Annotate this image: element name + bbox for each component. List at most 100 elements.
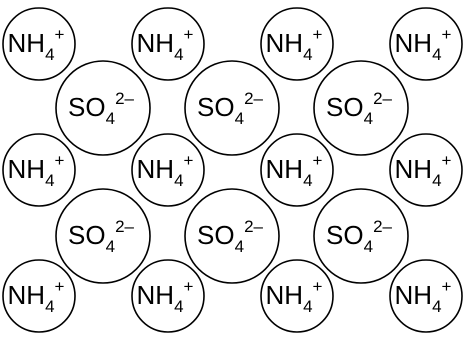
ammonium-ion-r1-c4: NH4+ <box>389 7 463 81</box>
sulfate-ion-r1-c3-subscript: 4 <box>364 109 373 128</box>
ammonium-ion-r1-c4-circle <box>389 7 463 81</box>
ammonium-ion-r3-c3-charge: + <box>313 277 323 296</box>
ammonium-ion-r3-c2-circle <box>131 259 205 333</box>
ammonium-ion-r1-c3-subscript: 4 <box>303 45 312 64</box>
ammonium-ion-r3-c2-subscript: 4 <box>174 297 183 316</box>
ammonium-ion-r2-c1-formula: NH <box>8 154 46 184</box>
sulfate-ion-r1-c2: SO42– <box>184 60 280 156</box>
sulfate-ion-r2-c1: SO42– <box>55 188 151 284</box>
ammonium-ion-r1-c1-circle <box>2 7 76 81</box>
sulfate-ion-r1-c3-label: SO42– <box>326 89 393 128</box>
sulfate-ion-r2-c2-formula: SO <box>197 220 235 250</box>
ammonium-ion-r1-c1-subscript: 4 <box>45 45 54 64</box>
ammonium-ion-r3-c4-subscript: 4 <box>432 297 441 316</box>
ammonium-ion-r2-c3-formula: NH <box>266 154 304 184</box>
sulfate-ion-r1-c1-label: SO42– <box>68 89 135 128</box>
ammonium-ion-r2-c3-subscript: 4 <box>303 171 312 190</box>
sulfate-ion-r2-c1-circle <box>55 188 151 284</box>
sulfate-ion-r2-c2-label: SO42– <box>197 217 264 256</box>
ammonium-ion-r1-c1-label: NH4+ <box>8 25 65 64</box>
ammonium-ion-r1-c1-charge: + <box>55 25 65 44</box>
ammonium-ion-r3-c1-charge: + <box>55 277 65 296</box>
ammonium-ion-r3-c1-formula: NH <box>8 280 46 310</box>
ammonium-ion-r1-c3-label: NH4+ <box>266 25 323 64</box>
ammonium-ion-r2-c1-subscript: 4 <box>45 171 54 190</box>
sulfate-ion-r2-c3-formula: SO <box>326 220 364 250</box>
ammonium-ion-r1-c2-circle <box>131 7 205 81</box>
sulfate-ion-r2-c3-circle <box>313 188 409 284</box>
sulfate-ion-r1-c3-circle <box>313 60 409 156</box>
ammonium-ion-r1-c3-charge: + <box>313 25 323 44</box>
ammonium-ion-r1-c4-formula: NH <box>395 28 433 58</box>
sulfate-ion-r2-c1-subscript: 4 <box>106 237 115 256</box>
ammonium-ion-r2-c3-circle <box>260 133 334 207</box>
sulfate-ion-r1-c2-subscript: 4 <box>235 109 244 128</box>
ammonium-ion-r3-c3-subscript: 4 <box>303 297 312 316</box>
ammonium-ion-r1-c4-label: NH4+ <box>395 25 452 64</box>
ammonium-ion-r3-c4-label: NH4+ <box>395 277 452 316</box>
ammonium-ion-r2-c4-formula: NH <box>395 154 433 184</box>
ammonium-ion-layer: NH4+NH4+NH4+NH4+NH4+NH4+NH4+NH4+NH4+NH4+… <box>2 7 463 333</box>
ammonium-ion-r2-c4-circle <box>389 133 463 207</box>
ammonium-ion-r1-c1: NH4+ <box>2 7 76 81</box>
ammonium-ion-r1-c2-subscript: 4 <box>174 45 183 64</box>
ammonium-ion-r3-c3-label: NH4+ <box>266 277 323 316</box>
sulfate-ion-r2-c3-charge: 2– <box>373 217 392 236</box>
ammonium-ion-r1-c3-formula: NH <box>266 28 304 58</box>
ammonium-ion-r3-c3: NH4+ <box>260 259 334 333</box>
ammonium-ion-r3-c3-formula: NH <box>266 280 304 310</box>
ammonium-ion-r3-c2: NH4+ <box>131 259 205 333</box>
ammonium-ion-r2-c2-subscript: 4 <box>174 171 183 190</box>
sulfate-ion-r2-c3: SO42– <box>313 188 409 284</box>
sulfate-ion-r2-c1-charge: 2– <box>115 217 134 236</box>
sulfate-ion-r2-c2-subscript: 4 <box>235 237 244 256</box>
ammonium-ion-r2-c3-charge: + <box>313 151 323 170</box>
ammonium-ion-r2-c3-label: NH4+ <box>266 151 323 190</box>
ammonium-ion-r2-c4: NH4+ <box>389 133 463 207</box>
ammonium-ion-r2-c4-subscript: 4 <box>432 171 441 190</box>
ammonium-ion-r3-c2-formula: NH <box>137 280 175 310</box>
sulfate-ion-r1-c1: SO42– <box>55 60 151 156</box>
ammonium-ion-r1-c2: NH4+ <box>131 7 205 81</box>
ammonium-ion-r3-c1-label: NH4+ <box>8 277 65 316</box>
ammonium-ion-r1-c2-charge: + <box>184 25 194 44</box>
sulfate-ion-r1-c1-circle <box>55 60 151 156</box>
ammonium-ion-r1-c3-circle <box>260 7 334 81</box>
sulfate-ion-r1-c2-label: SO42– <box>197 89 264 128</box>
sulfate-ion-r1-c2-formula: SO <box>197 92 235 122</box>
ammonium-ion-r2-c4-charge: + <box>442 151 452 170</box>
sulfate-ion-r2-c2-charge: 2– <box>244 217 263 236</box>
sulfate-ion-r1-c2-charge: 2– <box>244 89 263 108</box>
ammonium-ion-r2-c1-circle <box>2 133 76 207</box>
sulfate-ion-r2-c1-formula: SO <box>68 220 106 250</box>
ammonium-ion-r1-c1-formula: NH <box>8 28 46 58</box>
sulfate-ion-r1-c1-formula: SO <box>68 92 106 122</box>
sulfate-ion-r2-c3-subscript: 4 <box>364 237 373 256</box>
sulfate-ion-layer: SO42–SO42–SO42–SO42–SO42–SO42– <box>55 60 409 284</box>
ammonium-ion-r3-c2-label: NH4+ <box>137 277 194 316</box>
sulfate-ion-r2-c2: SO42– <box>184 188 280 284</box>
sulfate-ion-r1-c1-subscript: 4 <box>106 109 115 128</box>
ammonium-ion-r3-c1-subscript: 4 <box>45 297 54 316</box>
ammonium-ion-r2-c2-label: NH4+ <box>137 151 194 190</box>
sulfate-ion-r1-c2-circle <box>184 60 280 156</box>
ammonium-ion-r3-c2-charge: + <box>184 277 194 296</box>
ammonium-ion-r2-c2-circle <box>131 133 205 207</box>
ammonium-ion-r2-c2-formula: NH <box>137 154 175 184</box>
ammonium-ion-r2-c4-label: NH4+ <box>395 151 452 190</box>
ammonium-ion-r1-c4-subscript: 4 <box>432 45 441 64</box>
sulfate-ion-r1-c3: SO42– <box>313 60 409 156</box>
sulfate-ion-r2-c2-circle <box>184 188 280 284</box>
ammonium-ion-r3-c4-charge: + <box>442 277 452 296</box>
sulfate-ion-r2-c3-label: SO42– <box>326 217 393 256</box>
ammonium-ion-r1-c2-label: NH4+ <box>137 25 194 64</box>
sulfate-ion-r2-c1-label: SO42– <box>68 217 135 256</box>
ammonium-ion-r1-c2-formula: NH <box>137 28 175 58</box>
ammonium-ion-r2-c1: NH4+ <box>2 133 76 207</box>
sulfate-ion-r1-c1-charge: 2– <box>115 89 134 108</box>
ammonium-ion-r3-c1: NH4+ <box>2 259 76 333</box>
ammonium-ion-r3-c3-circle <box>260 259 334 333</box>
ammonium-ion-r2-c2: NH4+ <box>131 133 205 207</box>
ammonium-ion-r2-c2-charge: + <box>184 151 194 170</box>
ammonium-ion-r1-c4-charge: + <box>442 25 452 44</box>
